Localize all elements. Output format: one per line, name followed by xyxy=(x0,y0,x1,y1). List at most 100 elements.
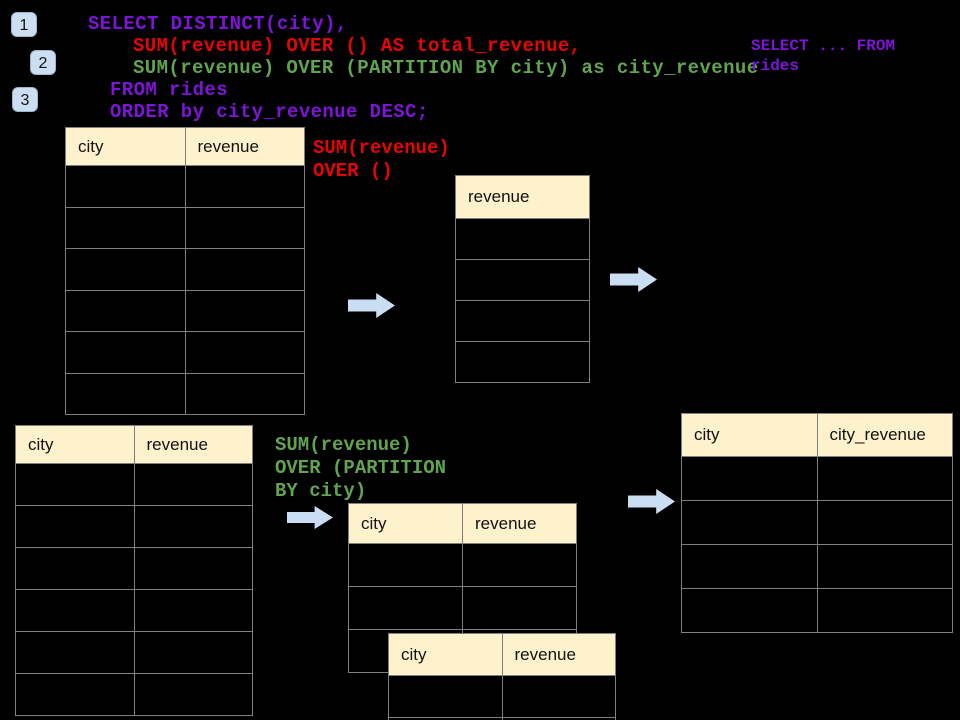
table-row xyxy=(348,543,577,587)
column-header-city-revenue: city_revenue xyxy=(816,413,953,457)
empty-cell xyxy=(184,289,305,332)
total-revenue-result-table: revenue xyxy=(455,175,590,383)
empty-cell xyxy=(348,586,463,630)
empty-cell xyxy=(501,675,616,718)
empty-cell xyxy=(184,331,305,374)
table-row xyxy=(65,206,305,249)
source-table-top: city revenue xyxy=(65,127,305,415)
empty-cell xyxy=(133,589,253,632)
step-badge-3: 3 xyxy=(12,87,38,112)
column-header-revenue: revenue xyxy=(462,503,577,544)
right-arrow-icon xyxy=(610,267,657,292)
empty-cell xyxy=(455,218,590,260)
table-row xyxy=(65,372,305,415)
sql-line-city-revenue: SUM(revenue) OVER (PARTITION BY city) as… xyxy=(133,57,759,79)
table-row xyxy=(65,165,305,208)
header-row: city revenue xyxy=(15,425,253,464)
source-table-bottom: city revenue xyxy=(15,425,253,716)
empty-cell xyxy=(133,631,253,674)
step-badge-1: 1 xyxy=(11,12,37,37)
annotation-sum-over-empty: SUM(revenue)OVER () xyxy=(313,137,450,183)
column-header-revenue: revenue xyxy=(133,425,253,464)
empty-cell xyxy=(65,372,186,415)
column-header-city: city xyxy=(15,425,135,464)
table-row xyxy=(388,675,616,718)
header-row: city revenue xyxy=(65,127,305,166)
table-row xyxy=(65,248,305,291)
empty-cell xyxy=(455,341,590,383)
side-note-select-from-rides: SELECT ... FROM rides xyxy=(751,36,895,76)
empty-cell xyxy=(15,547,135,590)
header-row: revenue xyxy=(455,175,590,219)
table-row xyxy=(15,631,253,674)
empty-cell xyxy=(15,589,135,632)
empty-cell xyxy=(15,631,135,674)
sql-line-total-revenue: SUM(revenue) OVER () AS total_revenue, xyxy=(133,35,582,57)
table-row xyxy=(455,218,590,260)
empty-cell xyxy=(681,500,818,545)
table-row xyxy=(15,589,253,632)
step-badge-2: 2 xyxy=(30,50,56,75)
sql-line-order-by: ORDER by city_revenue DESC; xyxy=(110,101,429,123)
column-header-city: city xyxy=(388,633,503,676)
empty-cell xyxy=(455,300,590,342)
empty-cell xyxy=(65,289,186,332)
annotation-line: OVER () xyxy=(313,160,393,182)
empty-cell xyxy=(133,673,253,716)
empty-cell xyxy=(816,456,953,501)
table-row xyxy=(15,463,253,506)
empty-cell xyxy=(462,586,577,630)
table-row xyxy=(681,500,953,545)
empty-cell xyxy=(816,500,953,545)
side-note-line2: rides xyxy=(751,57,800,75)
annotation-line: BY city) xyxy=(275,480,367,502)
column-header-city: city xyxy=(65,127,186,166)
header-row: city city_revenue xyxy=(681,413,953,457)
empty-cell xyxy=(681,588,818,633)
table-row xyxy=(15,547,253,590)
table-row xyxy=(681,588,953,633)
annotation-line: SUM(revenue) xyxy=(313,137,450,159)
empty-cell xyxy=(184,206,305,249)
annotation-line: SUM(revenue) xyxy=(275,434,412,456)
empty-cell xyxy=(65,331,186,374)
table-row xyxy=(455,300,590,342)
empty-cell xyxy=(65,165,186,208)
empty-cell xyxy=(501,717,616,720)
header-row: city revenue xyxy=(348,503,577,544)
table-row xyxy=(65,331,305,374)
empty-cell xyxy=(184,372,305,415)
column-header-revenue: revenue xyxy=(501,633,616,676)
empty-cell xyxy=(816,544,953,589)
column-header-revenue: revenue xyxy=(184,127,305,166)
empty-cell xyxy=(681,456,818,501)
empty-cell xyxy=(133,463,253,506)
city-revenue-result-table: city city_revenue xyxy=(681,413,953,633)
table-row xyxy=(681,544,953,589)
empty-cell xyxy=(462,543,577,587)
empty-cell xyxy=(133,547,253,590)
empty-cell xyxy=(133,505,253,548)
table-row xyxy=(15,505,253,548)
column-header-city: city xyxy=(681,413,818,457)
column-header-city: city xyxy=(348,503,463,544)
side-note-line1: SELECT ... FROM xyxy=(751,37,896,55)
empty-cell xyxy=(184,165,305,208)
table-row xyxy=(455,341,590,383)
empty-cell xyxy=(455,259,590,301)
table-row xyxy=(455,259,590,301)
right-arrow-icon xyxy=(628,489,675,514)
sql-line-from: FROM rides xyxy=(110,79,229,101)
table-row xyxy=(65,289,305,332)
empty-cell xyxy=(816,588,953,633)
empty-cell xyxy=(15,463,135,506)
right-arrow-icon xyxy=(287,506,333,529)
empty-cell xyxy=(65,248,186,291)
table-row xyxy=(681,456,953,501)
empty-cell xyxy=(184,248,305,291)
empty-cell xyxy=(15,673,135,716)
table-row xyxy=(388,717,616,720)
empty-cell xyxy=(388,717,503,720)
